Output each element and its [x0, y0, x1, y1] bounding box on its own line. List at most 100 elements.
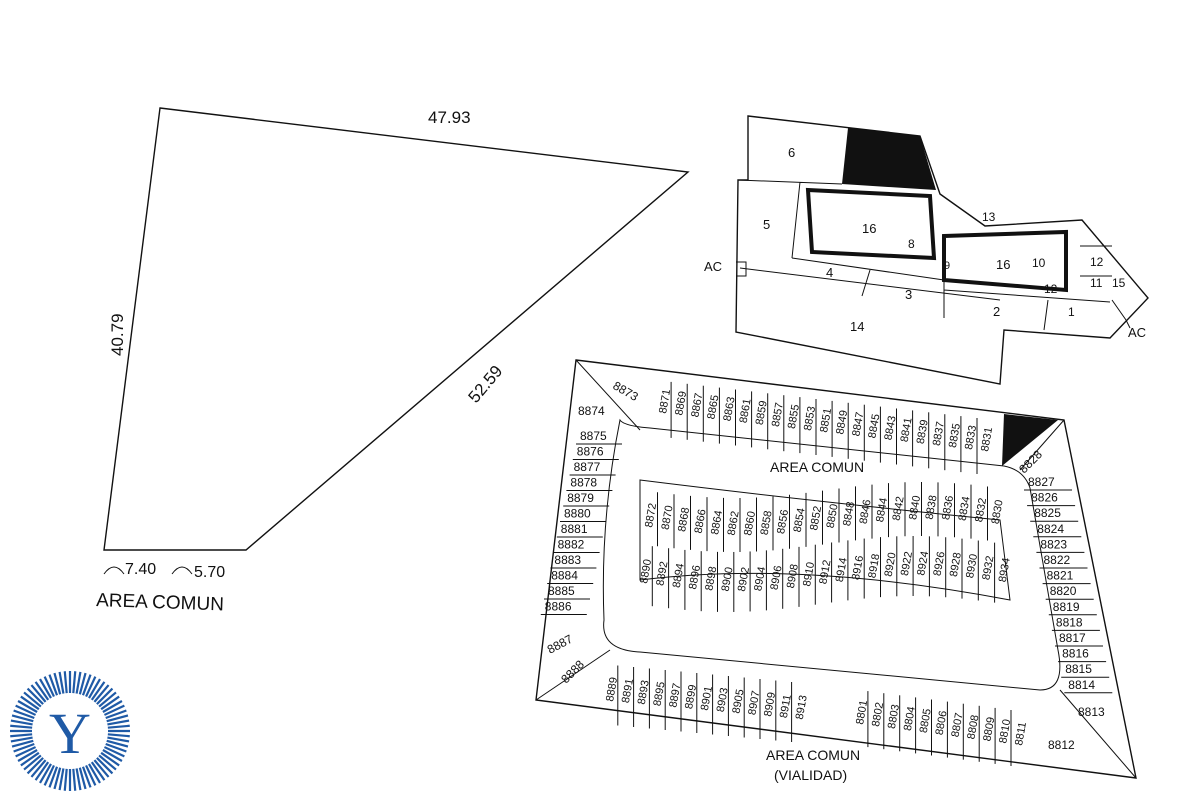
lot-label: 8802: [870, 701, 886, 727]
logo-ray: [26, 757, 44, 775]
lot-label: 8866: [693, 508, 709, 534]
lot-label: 8881: [561, 522, 588, 536]
lot-label: 8893: [636, 679, 652, 705]
lot-label: 8842: [891, 495, 907, 521]
dim-hyp: 52.59: [465, 362, 507, 407]
logo-ray: [85, 676, 97, 698]
lot-label: 8852: [808, 505, 824, 531]
logo-ray: [93, 684, 110, 703]
logo-ray: [13, 709, 35, 720]
keymap-label: 9: [944, 260, 950, 272]
logo-ray: [26, 687, 44, 705]
road-sub-label: (VIALIDAD): [774, 767, 847, 783]
logo-ray: [103, 704, 125, 716]
logo-ray: [58, 768, 65, 791]
logo-ray: [98, 691, 117, 708]
lot-label: 8905: [731, 688, 747, 714]
keymap-label: 8: [908, 237, 915, 251]
lot-label: 8864: [709, 509, 725, 535]
lot-label: 8876: [577, 445, 604, 459]
dim-top: 47.93: [428, 108, 471, 127]
dim-arc-2: 5.70: [194, 564, 225, 581]
lot-label: 8860: [742, 510, 758, 536]
keymap-label: 10: [1032, 256, 1046, 270]
logo-ray: [88, 763, 101, 784]
lot-label: 8835: [947, 423, 963, 449]
logo-ray: [63, 671, 68, 694]
lot-label: 8932: [980, 555, 996, 581]
keymap-label: 16: [862, 221, 876, 236]
road-label: AREA COMUN: [766, 747, 860, 763]
area-comun-label: AREA COMUN: [770, 459, 864, 475]
lot-label: 8894: [671, 563, 687, 589]
keymap-label: 2: [993, 304, 1000, 319]
lot-label: 8916: [850, 555, 866, 581]
lot-label: 8865: [705, 394, 721, 420]
logo-ray: [90, 681, 106, 701]
corner-lot-label: 8812: [1048, 738, 1075, 752]
lot-label: 8818: [1056, 615, 1083, 629]
logo-ray: [103, 746, 125, 758]
keymap-label: 12: [1044, 282, 1058, 296]
lot-label: 8877: [574, 460, 601, 474]
logo-ray: [15, 746, 37, 758]
lot-label: 8856: [775, 509, 791, 535]
lot-label: 8850: [825, 503, 841, 529]
logo-ray: [90, 761, 106, 781]
logo-ray: [43, 764, 55, 786]
logo-ray: [23, 691, 42, 708]
logo-ray: [53, 672, 62, 695]
lot-label: 8821: [1047, 569, 1074, 583]
lot-label: 8908: [785, 563, 801, 589]
logo-ray: [81, 766, 92, 788]
lot-label: 8857: [770, 402, 786, 428]
lot-label: 8840: [907, 495, 923, 521]
lot-label: 8839: [915, 419, 931, 445]
keymap-label: AC: [704, 259, 722, 274]
lot-label: 8801: [854, 699, 870, 725]
keymap-label: 5: [763, 217, 770, 232]
lot-label: 8808: [965, 714, 981, 740]
lot-label: 8907: [746, 690, 762, 716]
lot-label: 8913: [794, 694, 810, 720]
logo-ray: [23, 754, 42, 771]
lot-label: 8897: [667, 682, 683, 708]
lot-label: 8880: [564, 507, 591, 521]
lot-label: 8875: [580, 429, 607, 443]
lot-label: 8859: [754, 400, 770, 426]
lot-label: 8920: [883, 551, 899, 577]
keymap-label: 1: [1068, 305, 1075, 319]
logo-ray: [102, 700, 123, 713]
logo-ray: [106, 739, 129, 748]
site-black-lot: [1002, 414, 1058, 466]
lot-label: 8814: [1068, 678, 1095, 692]
lot-label: 8803: [886, 704, 902, 730]
logo-ray: [34, 681, 50, 701]
lot-label: 8904: [752, 566, 768, 592]
keymap-label: 14: [850, 319, 864, 334]
lot-label: 8823: [1040, 537, 1067, 551]
lot-label: 8889: [604, 676, 620, 702]
lot-label: 8825: [1034, 506, 1061, 520]
keymap-inner-block-16a: [805, 187, 937, 261]
lot-label: 8847: [850, 411, 866, 437]
triangle-plot: 47.93 40.79 52.59 7.40 5.70 AREA COMUN: [96, 107, 690, 615]
lot-label: 8805: [918, 708, 934, 734]
logo-ray: [88, 678, 101, 699]
logo-ray: [10, 719, 33, 726]
logo-letter: Y: [49, 701, 91, 766]
logo-ray: [78, 672, 87, 695]
lot-label: 8846: [858, 499, 874, 525]
logo-ray: [17, 749, 38, 762]
keymap-label: 13: [982, 210, 996, 224]
logo-ray: [75, 768, 82, 791]
area-comun-ring: [602, 418, 1061, 691]
logo-ray: [48, 674, 59, 696]
lot-label: 8819: [1053, 600, 1080, 614]
lot-label: 8862: [726, 510, 742, 536]
lot-label: 8861: [738, 398, 754, 424]
